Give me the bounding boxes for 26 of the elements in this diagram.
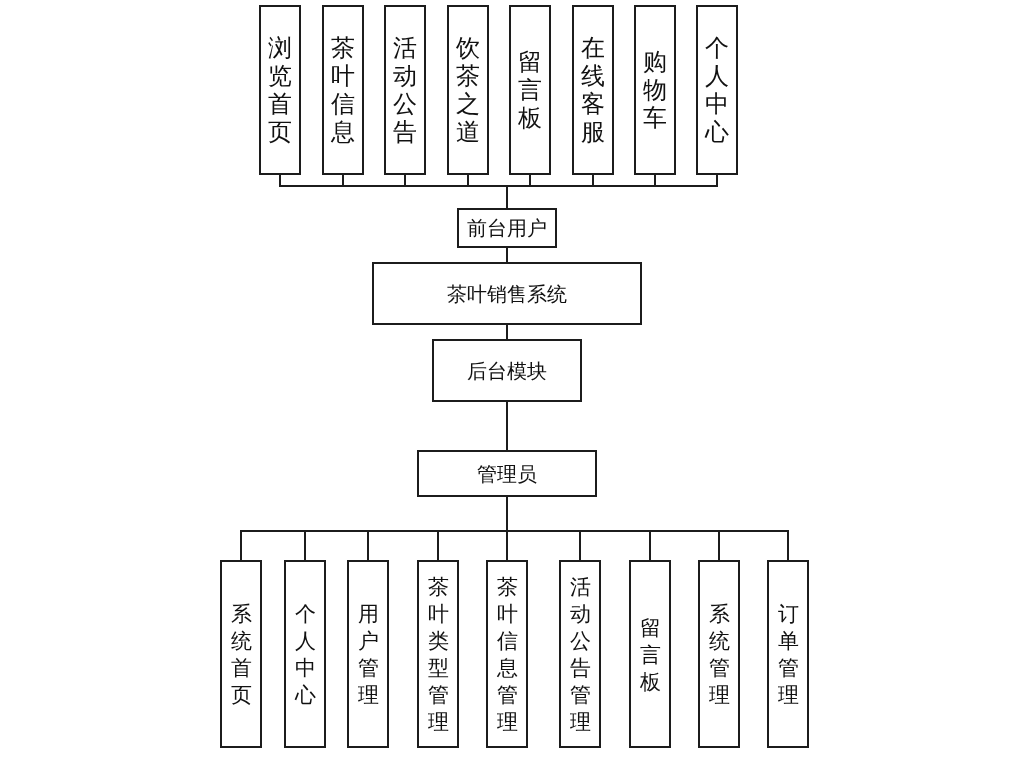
module-box: 前台用户 xyxy=(457,208,557,248)
connector-line xyxy=(506,496,789,561)
connector-line xyxy=(506,401,508,451)
module-box: 茶叶销售系统 xyxy=(372,262,642,325)
function-box: 用户管理 xyxy=(347,560,389,748)
connector-line xyxy=(506,174,718,209)
function-box: 个人中心 xyxy=(284,560,326,748)
function-box: 系统首页 xyxy=(220,560,262,748)
function-box: 茶叶类型管理 xyxy=(417,560,459,748)
function-box: 订单管理 xyxy=(767,560,809,748)
module-box: 后台模块 xyxy=(432,339,582,402)
connector-line xyxy=(506,324,508,340)
function-box: 系统管理 xyxy=(698,560,740,748)
function-box: 浏览首页 xyxy=(259,5,301,175)
function-box: 留言板 xyxy=(629,560,671,748)
function-box: 在线客服 xyxy=(572,5,614,175)
function-box: 留言板 xyxy=(509,5,551,175)
function-box: 茶叶信息 xyxy=(322,5,364,175)
function-box: 活动公告 xyxy=(384,5,426,175)
function-box: 活动公告管理 xyxy=(559,560,601,748)
function-box: 饮茶之道 xyxy=(447,5,489,175)
connector-line xyxy=(506,247,508,263)
function-box: 茶叶信息管理 xyxy=(486,560,528,748)
function-box: 购物车 xyxy=(634,5,676,175)
function-box: 个人中心 xyxy=(696,5,738,175)
module-box: 管理员 xyxy=(417,450,597,497)
